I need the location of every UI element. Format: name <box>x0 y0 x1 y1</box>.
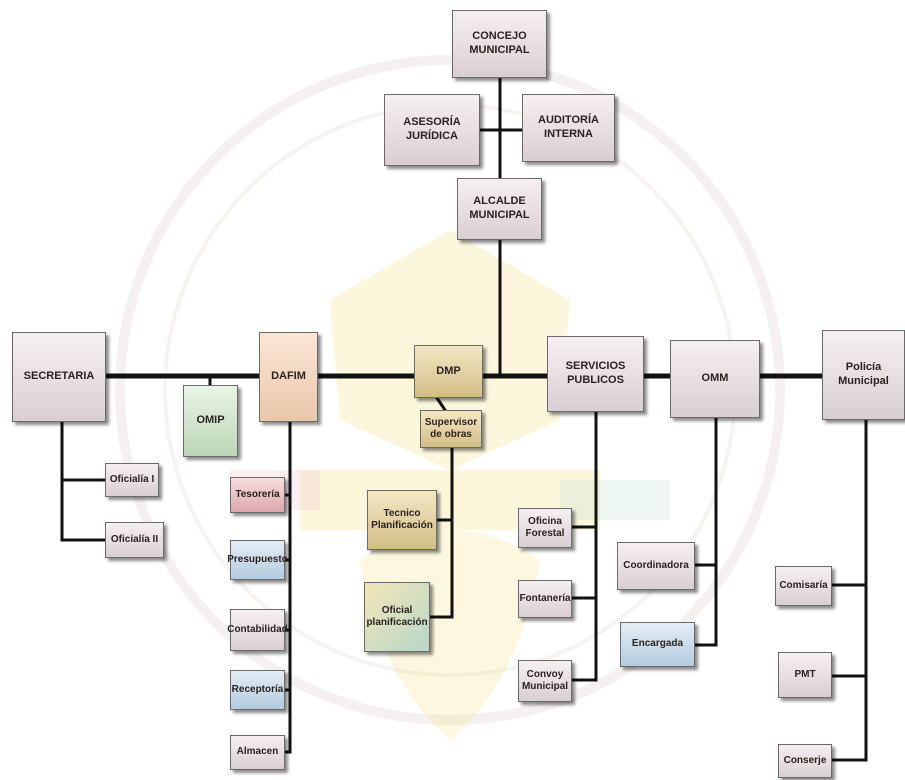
conserje-box: Conserje <box>778 744 832 778</box>
coordinadora-box: Coordinadora <box>617 542 695 590</box>
presupuesto-box: Presupuesto <box>227 540 288 580</box>
tecnico-planificacion-box: Tecnico Planificación <box>367 490 437 550</box>
oficialia-1-box: Oficialía I <box>105 463 159 497</box>
concejo-municipal-box: CONCEJO MUNICIPAL <box>452 10 547 78</box>
comisaria-box: Comisaría <box>775 566 832 606</box>
contabilidad-box: Contabilidad <box>227 609 288 651</box>
pmt-box: PMT <box>778 652 832 698</box>
omm-box: OMM <box>670 340 760 418</box>
dmp-box: DMP <box>414 345 483 398</box>
encargada-box: Encargada <box>620 622 695 667</box>
alcalde-municipal-box: ALCALDE MUNICIPAL <box>457 178 542 240</box>
servicios-publicos-box: SERVICIOS PUBLICOS <box>547 336 644 412</box>
oficial-planificacion-box: Oficial planificación <box>364 582 430 652</box>
fontaneria-box: Fontanería <box>518 580 572 618</box>
convoy-municipal-box: Convoy Municipal <box>518 660 572 702</box>
almacen-box: Almacen <box>230 735 285 770</box>
oficialia-2-box: Oficialía II <box>105 522 164 558</box>
secretaria-box: SECRETARIA <box>12 332 106 422</box>
receptoria-box: Receptoría <box>230 670 285 710</box>
omip-box: OMIP <box>183 385 238 457</box>
oficina-forestal-box: Oficina Forestal <box>518 508 572 548</box>
policia-municipal-box: Policía Municipal <box>822 330 905 420</box>
asesoria-juridica-box: ASESORÍA JURÍDICA <box>384 94 480 166</box>
tesoreria-box: Tesorería <box>230 477 285 513</box>
connector-dmp-supervisor <box>434 395 448 413</box>
dafim-box: DAFIM <box>259 332 318 422</box>
auditoria-interna-box: AUDITORÍA INTERNA <box>522 94 615 162</box>
supervisor-obras-box: Supervisor de obras <box>420 410 482 448</box>
